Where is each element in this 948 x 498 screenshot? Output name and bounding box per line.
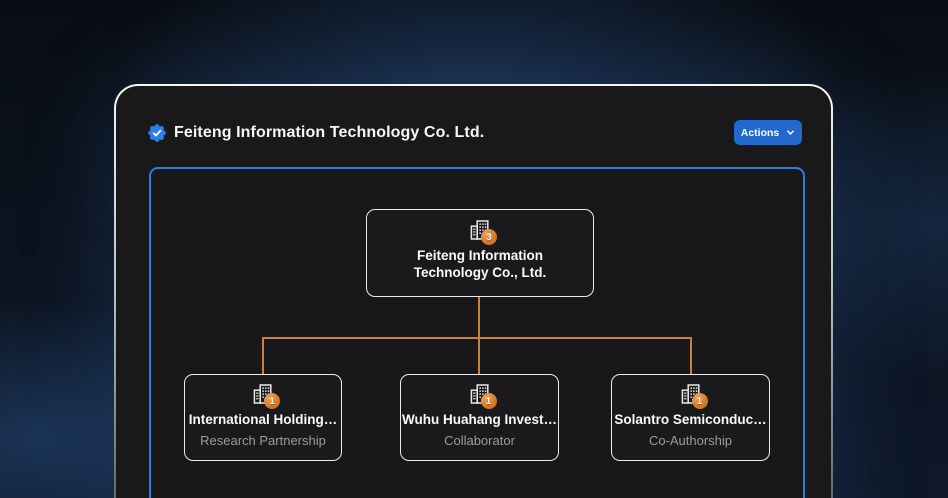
actions-button-label: Actions xyxy=(740,126,780,139)
org-node-title: Wuhu Huahang Invest… xyxy=(401,412,557,427)
connector-child-3-stub xyxy=(690,337,692,374)
verified-badge-icon xyxy=(148,124,166,142)
building-icon-wrap: 3 xyxy=(468,218,497,245)
building-icon-wrap: 1 xyxy=(679,382,708,409)
relationship-count-badge: 1 xyxy=(264,393,280,409)
connector-child-1-stub xyxy=(262,337,264,374)
org-node-relationship: Research Partnership xyxy=(200,433,326,448)
relationship-count-badge: 3 xyxy=(481,229,497,245)
org-node-title: International Holding… xyxy=(188,412,338,427)
page-title: Feiteng Information Technology Co. Ltd. xyxy=(174,124,485,141)
relationship-count-badge: 1 xyxy=(691,393,708,409)
relationship-diagram-canvas[interactable]: 3 Feiteng Information Technology Co., Lt… xyxy=(149,167,805,498)
org-node-relationship: Co-Authorship xyxy=(648,433,733,448)
building-icon-wrap: 1 xyxy=(251,382,280,409)
building-icon-wrap: 1 xyxy=(468,382,497,409)
relationship-count-badge: 1 xyxy=(480,393,497,409)
connector-root-stub xyxy=(478,296,480,339)
actions-button[interactable]: Actions xyxy=(734,120,802,145)
entity-card: Feiteng Information Technology Co. Ltd. … xyxy=(114,84,833,498)
org-node-child-1[interactable]: 1 International Holding… Research Partne… xyxy=(184,374,342,461)
card-header: Feiteng Information Technology Co. Ltd. … xyxy=(116,86,831,164)
org-node-child-2[interactable]: 1 Wuhu Huahang Invest… Collaborator xyxy=(400,374,559,461)
org-node-relationship: Collaborator xyxy=(444,433,515,448)
chevron-down-icon xyxy=(787,130,795,135)
org-node-root[interactable]: 3 Feiteng Information Technology Co., Lt… xyxy=(366,209,594,297)
entity-card-body: Feiteng Information Technology Co. Ltd. … xyxy=(116,86,831,498)
connector-horizontal xyxy=(262,337,692,339)
org-node-title: Feiteng Information Technology Co., Ltd. xyxy=(413,248,547,280)
org-node-child-3[interactable]: 1 Solantro Semiconduc… Co-Authorship xyxy=(611,374,770,461)
org-node-title: Solantro Semiconduc… xyxy=(614,412,767,427)
connector-child-2-stub xyxy=(478,337,480,374)
